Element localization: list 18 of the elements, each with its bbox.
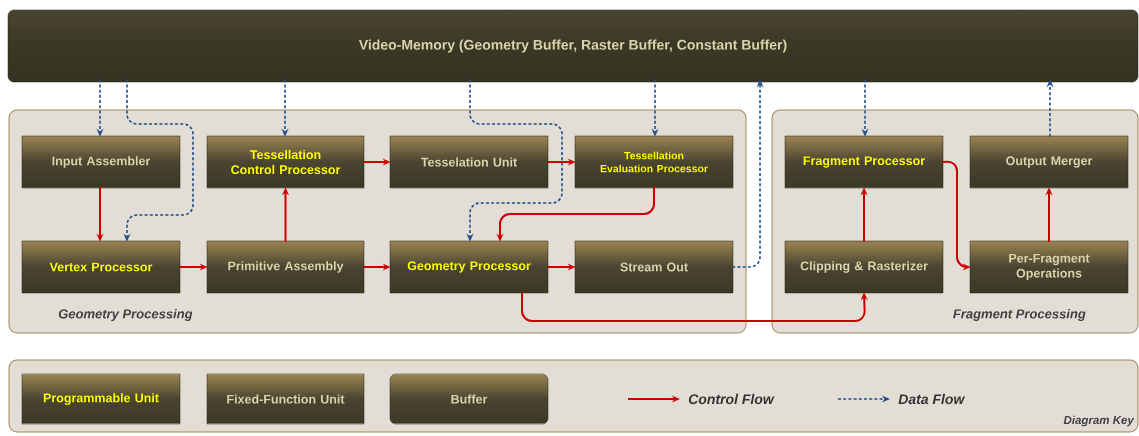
- fixed-function-unit: Output Merger: [969, 135, 1129, 189]
- programmable-unit: Fragment Processor: [784, 135, 944, 189]
- legend-label: Control Flow: [688, 393, 775, 405]
- legend-label: Data Flow: [898, 393, 966, 405]
- fixed-function-unit: Clipping & Rasterizer: [784, 240, 944, 294]
- programmable-unit: Geometry Processor: [389, 240, 549, 294]
- fixed-function-unit: Fixed-Function Unit: [206, 373, 365, 425]
- fixed-function-unit: Input Assembler: [21, 135, 181, 189]
- fixed-function-unit: Stream Out: [574, 240, 734, 294]
- memory-bar: Video-Memory (Geometry Buffer, Raster Buffer, Constant Buffer): [7, 9, 1139, 83]
- buffer-box: Buffer: [389, 373, 549, 425]
- programmable-unit: Tessellation Control Processor: [206, 135, 365, 189]
- programmable-unit: Vertex Processor: [21, 240, 181, 294]
- fixed-function-unit: Tesselation Unit: [389, 135, 549, 189]
- programmable-unit: Programmable Unit: [21, 373, 181, 425]
- programmable-unit: Tessellation Evaluation Processor: [574, 135, 734, 189]
- fixed-function-unit: Per-Fragment Operations: [969, 240, 1129, 294]
- fixed-function-unit: Primitive Assembly: [206, 240, 365, 294]
